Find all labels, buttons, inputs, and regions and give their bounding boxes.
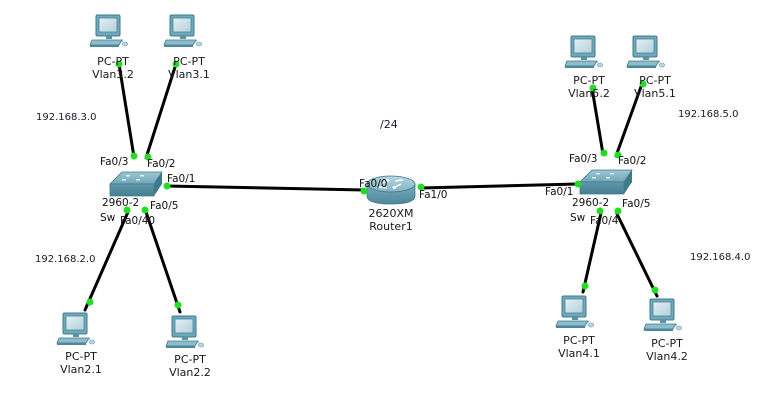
pc-vlan4-1-icon[interactable] [555,295,595,329]
status-dot [141,206,149,214]
link-sw-right-vlan4-1[interactable] [581,211,603,294]
pc-vlan2-2-icon[interactable] [165,315,205,349]
pc-vlan5-1-icon[interactable] [626,35,666,69]
pc-vlan2-1-icon[interactable] [56,312,96,346]
pc-type: PC-PT [97,55,129,68]
pc-type: PC-PT [639,74,671,87]
pc-vlan3-1-label: PC-PT Vlan3.1 [168,55,210,81]
pc-type: PC-PT [563,334,595,347]
link-sw-left-vlan2-2[interactable] [144,210,182,314]
pc-name: Vlan3.2 [92,68,134,81]
pc-name: Vlan3.1 [168,68,210,81]
pc-name: Vlan5.1 [634,87,676,100]
sw-right-port-fa0-5: Fa0/5 [622,198,651,210]
pc-vlan3-2-icon[interactable] [89,14,129,48]
pc-name: Vlan5.2 [568,87,610,100]
status-dot [589,84,597,92]
pc-type: PC-PT [65,350,97,363]
status-dot [174,301,182,309]
port-label: Fa0/4 [120,215,149,227]
pc-type: PC-PT [651,337,683,350]
router-port-fa1-0: Fa1/0 [419,189,448,201]
link-router-sw-right[interactable] [419,182,580,190]
sw-right-name: Sw [570,212,586,224]
pc-vlan5-2-label: PC-PT Vlan5.2 [568,74,610,100]
pc-name: Vlan2.2 [169,366,211,379]
pc-vlan5-2-icon[interactable] [564,35,604,69]
status-dot [144,153,152,161]
sw-left-port-fa0-3: Fa0/3 [100,156,129,168]
switch-right-icon[interactable] [579,169,633,195]
link-sw-right-vlan5-1[interactable] [614,82,644,158]
link-sw-left-router[interactable] [164,184,366,192]
router-name: Router1 [369,220,413,233]
status-dot [614,207,622,215]
status-dot [574,180,582,188]
pc-type: PC-PT [173,55,205,68]
network-label-192-168-3-0: 192.168.3.0 [36,112,97,123]
link-sw-right-vlan4-2[interactable] [615,212,659,298]
status-dot [600,149,608,157]
sw-left-model: 2960-2 [102,197,140,209]
pc-vlan2-2-label: PC-PT Vlan2.2 [169,353,211,379]
status-dot [163,182,171,190]
pc-name: Vlan4.2 [646,350,688,363]
sw-left-port-fa0-4: Fa0/40 [120,216,155,227]
link-sw-left-vlan3-2[interactable] [117,62,136,159]
link-status-dots [86,60,659,309]
router-icon[interactable] [366,175,416,205]
status-dot [172,60,180,68]
status-dot [651,286,659,294]
pc-vlan2-1-label: PC-PT Vlan2.1 [60,350,102,376]
pc-type: PC-PT [174,353,206,366]
pc-vlan4-1-label: PC-PT Vlan4.1 [558,334,600,360]
sw-left-name: Sw [100,212,116,224]
status-dot [417,183,425,191]
network-label-192-168-2-0: 192.168.2.0 [35,254,96,265]
status-dot [596,207,604,215]
pc-vlan3-1-icon[interactable] [163,14,203,48]
link-sw-right-vlan5-2[interactable] [590,86,605,156]
status-dot [614,151,622,159]
switch-left-icon[interactable] [109,171,163,197]
sw-left-port-fa0-5: Fa0/5 [150,200,179,212]
status-dot [639,80,647,88]
link-sw-left-vlan2-1[interactable] [83,210,130,312]
pc-vlan5-1-label: PC-PT Vlan5.1 [634,74,676,100]
sw-right-port-fa0-2: Fa0/2 [618,155,647,167]
subnet-mask-note: /24 [380,118,398,131]
status-dot [86,298,94,306]
pc-name: Vlan2.1 [60,363,102,376]
router-label: 2620XM Router1 [368,207,413,233]
router-port-fa0-0: Fa0/0 [359,178,388,190]
router-model: 2620XM [368,207,414,220]
pc-name: Vlan4.1 [558,347,600,360]
status-dot [123,206,131,214]
port-label-suffix: 0 [148,215,156,227]
network-label-192-168-4-0: 192.168.4.0 [690,252,751,263]
sw-left-port-fa0-2: Fa0/2 [147,158,176,170]
links [83,62,659,314]
pc-vlan4-2-icon[interactable] [643,298,683,332]
status-dot [581,282,589,290]
pc-vlan4-2-label: PC-PT Vlan4.2 [646,337,688,363]
sw-right-port-fa0-1: Fa0/1 [545,186,574,198]
link-sw-left-vlan3-1[interactable] [144,62,178,160]
status-dot [360,187,368,195]
pc-vlan3-2-label: PC-PT Vlan3.2 [92,55,134,81]
sw-right-model: 2960-2 [572,197,610,209]
sw-right-port-fa0-4: Fa0/4 [590,215,619,227]
network-label-192-168-5-0: 192.168.5.0 [678,109,739,120]
status-dot [130,152,138,160]
sw-left-port-fa0-1: Fa0/1 [167,173,196,185]
status-dot [115,60,123,68]
sw-right-port-fa0-3: Fa0/3 [569,153,598,165]
pc-type: PC-PT [573,74,605,87]
